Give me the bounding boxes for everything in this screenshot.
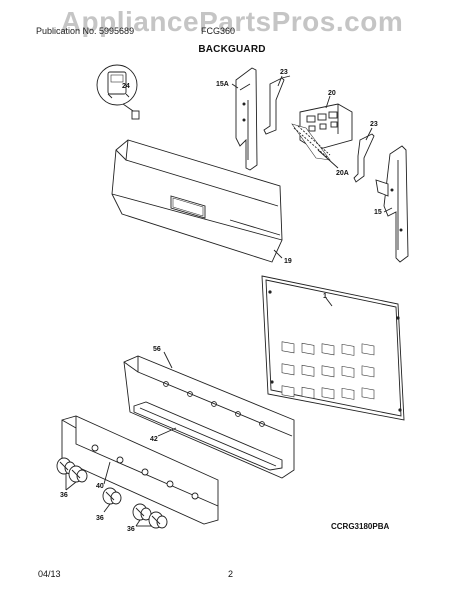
part-1-rear-panel (261, 275, 405, 421)
model-number: FCG360 (201, 26, 236, 36)
knob (102, 487, 122, 505)
callout-36-right: 36 (127, 526, 135, 533)
part-23-clip-left (263, 75, 291, 135)
knob (68, 465, 88, 483)
leader-lines (65, 75, 393, 527)
callout-20: 20 (328, 90, 336, 97)
callout-24: 24 (122, 83, 130, 90)
page-number: 2 (228, 569, 234, 579)
callout-1: 1 (323, 293, 327, 300)
callout-15a: 15A (216, 81, 229, 88)
callout-23-left: 23 (280, 69, 288, 76)
callout-36-middle: 36 (96, 515, 104, 522)
callout-42: 42 (150, 436, 158, 443)
part-15a-bracket (235, 67, 258, 171)
callout-20a: 20A (336, 170, 349, 177)
watermark: AppliancePartsPros.com (60, 6, 404, 37)
callout-15: 15 (374, 209, 382, 216)
knob (132, 503, 152, 521)
part-40-control-panel (61, 415, 219, 525)
publication-number: Publication No. 5995689 (36, 26, 135, 36)
knob (148, 511, 168, 529)
callout-36-left: 36 (60, 492, 68, 499)
vent-slots (281, 341, 375, 400)
footer-date: 04/13 (38, 569, 61, 579)
part-24-switch-detail (96, 64, 140, 120)
part-23-clip-right (353, 133, 375, 183)
part-42-trim (133, 401, 283, 471)
diagram-title: BACKGUARD (198, 44, 266, 55)
part-19-backguard-panel (111, 139, 283, 263)
callout-40: 40 (96, 483, 104, 490)
part-15-bracket (375, 145, 409, 263)
diagram-code: CCRG3180PBA (331, 522, 390, 531)
callout-23-right: 23 (370, 121, 378, 128)
callout-56: 56 (153, 346, 161, 353)
callout-19: 19 (284, 258, 292, 265)
part-20a-overlay (291, 123, 331, 161)
